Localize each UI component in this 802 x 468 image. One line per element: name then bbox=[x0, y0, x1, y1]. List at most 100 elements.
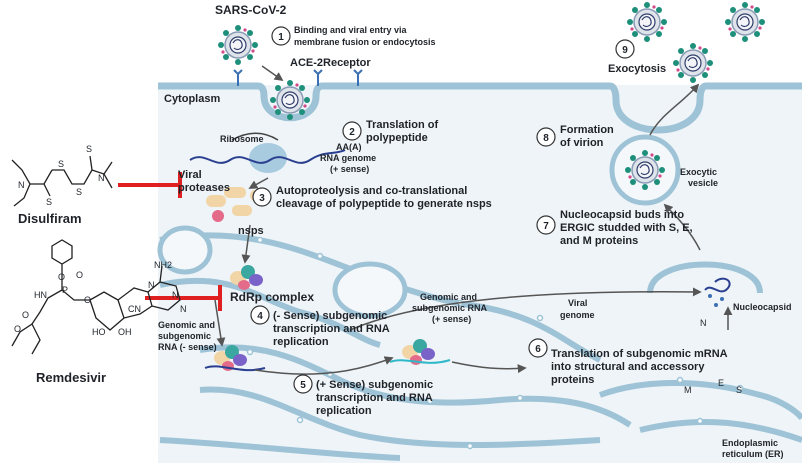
n-protein-letter: N bbox=[700, 318, 707, 328]
er-label-line-1: Endoplasmic bbox=[722, 438, 778, 448]
viral-proteases-label-line-2: proteases bbox=[178, 182, 230, 194]
pos-rna-label-line-1: Genomic and bbox=[420, 292, 477, 302]
entering-virion-icon bbox=[217, 24, 259, 66]
neg-rna-label-line-2: subgenomic bbox=[158, 331, 211, 341]
flow-arrows bbox=[214, 65, 733, 375]
step-4-text-line-2: transcription and RNA bbox=[273, 323, 390, 335]
step-4-text-line-3: replication bbox=[273, 336, 329, 348]
atom-label: N bbox=[18, 180, 25, 190]
atom-label: O bbox=[84, 295, 91, 305]
drug-name-disulfiram: Disulfiram bbox=[18, 211, 82, 226]
atom-label: OH bbox=[118, 327, 132, 337]
nucleocapsid-label: Nucleocapsid bbox=[733, 302, 792, 312]
disulfiram-atom-labels: N S S S S N bbox=[18, 144, 105, 207]
step-2-text-line-1: Translation of bbox=[366, 119, 438, 131]
disulfiram-structure bbox=[11, 155, 113, 207]
rdrp-pos-strand-icon bbox=[389, 339, 451, 365]
nsps-label: nsps bbox=[238, 225, 264, 237]
ribosome-icon bbox=[249, 143, 287, 173]
step-6-text-line-2: into structural and accessory bbox=[551, 361, 705, 373]
step-4-text-line-1: (- Sense) subgenomic bbox=[273, 310, 387, 322]
step-2-text-line-2: polypeptide bbox=[366, 132, 428, 144]
atom-label: O bbox=[76, 270, 83, 280]
polya-tail-label: AA(A) bbox=[336, 142, 362, 152]
atom-label: HN bbox=[34, 290, 47, 300]
step-6-text-line-3: proteins bbox=[551, 374, 594, 386]
pos-rna-label-line-2: subgenomic RNA bbox=[412, 303, 488, 313]
step-markers bbox=[250, 26, 635, 394]
pos-rna-label-line-3: (+ sense) bbox=[432, 314, 471, 324]
virus-title: SARS-CoV-2 bbox=[215, 3, 287, 17]
step-number: 5 bbox=[300, 380, 306, 391]
viral-genome-label-line-1: Viral bbox=[568, 298, 587, 308]
atom-label: O bbox=[58, 272, 65, 282]
step-3-text-line-1: Autoproteolysis and co-translational bbox=[276, 185, 467, 197]
atom-label: N bbox=[180, 304, 187, 314]
remdesivir-atom-labels: O O P HN O O O N NH2 N N HO OH CN bbox=[14, 260, 187, 337]
atom-label: S bbox=[46, 197, 52, 207]
inhibitor-bars bbox=[118, 172, 222, 311]
step-number: 3 bbox=[259, 193, 265, 204]
remdesivir-structure bbox=[11, 239, 181, 355]
step-5-text-line-1: (+ Sense) subgenomic bbox=[316, 379, 433, 391]
step-6-text-line-1: Translation of subgenomic mRNA bbox=[551, 348, 728, 360]
ergic-vesicle-center bbox=[332, 261, 408, 319]
virion-in-vesicle-icon bbox=[624, 149, 666, 191]
step-8-text-line-1: Formation bbox=[560, 124, 614, 136]
polypeptide-chain bbox=[231, 132, 279, 141]
released-virion-icon-1 bbox=[626, 1, 668, 43]
exocytic-vesicle-label-line-1: Exocytic bbox=[680, 167, 717, 177]
step-number: 9 bbox=[622, 45, 628, 56]
rdrp-complex-label: RdRp complex bbox=[230, 290, 314, 304]
rdrp-complex-icon bbox=[230, 265, 263, 290]
neg-rna-label-line-1: Genomic and bbox=[158, 320, 215, 330]
ergic-vesicle-left bbox=[157, 225, 213, 275]
step-7-text-line-1: Nucleocapsid buds into bbox=[560, 209, 684, 221]
er-label-line-2: reticulum (ER) bbox=[722, 449, 784, 459]
rna-genome-label-line-2: (+ sense) bbox=[330, 164, 369, 174]
nucleocapsid-icon bbox=[704, 277, 731, 307]
endocytosed-virion-icon bbox=[269, 79, 311, 121]
atom-label: S bbox=[86, 144, 92, 154]
step-5-text-line-2: transcription and RNA bbox=[316, 392, 433, 404]
atom-label: N bbox=[98, 173, 105, 183]
atom-label: O bbox=[14, 324, 21, 334]
cytoplasm-label: Cytoplasm bbox=[164, 93, 220, 105]
step-number: 6 bbox=[535, 344, 541, 355]
released-virion-icon-2 bbox=[724, 1, 766, 43]
step-9-text: Exocytosis bbox=[608, 63, 666, 75]
step-7-text-line-2: ERGIC studded with S, E, bbox=[560, 222, 693, 234]
drug-name-remdesivir: Remdesivir bbox=[36, 370, 106, 385]
step-number: 7 bbox=[543, 221, 549, 232]
step-7-text-line-3: and M proteins bbox=[560, 235, 638, 247]
receptor-label: ACE-2Receptor bbox=[290, 57, 371, 69]
e-protein-letter: E bbox=[718, 378, 724, 388]
atom-label: S bbox=[58, 159, 64, 169]
atom-label: O bbox=[22, 310, 29, 320]
neg-rna-label-line-3: RNA (- sense) bbox=[158, 342, 217, 352]
step-number: 1 bbox=[278, 32, 284, 43]
atom-label: CN bbox=[128, 304, 141, 314]
s-protein-letter: S bbox=[736, 385, 742, 395]
ace2-receptor-icons bbox=[233, 69, 363, 86]
step-8-text-line-2: of virion bbox=[560, 137, 604, 149]
step-5-text-line-3: replication bbox=[316, 405, 372, 417]
viral-genome-label-line-2: genome bbox=[560, 310, 595, 320]
m-protein-letter: M bbox=[684, 385, 692, 395]
atom-label: S bbox=[76, 187, 82, 197]
rna-genome-strand bbox=[189, 149, 346, 164]
step-number: 8 bbox=[543, 133, 549, 144]
step-number: 2 bbox=[349, 127, 355, 138]
atom-label: HO bbox=[92, 327, 106, 337]
rna-genome-label-line-1: RNA genome bbox=[320, 153, 376, 163]
released-virion-icon-3 bbox=[672, 42, 714, 84]
ribosome-label: Ribosome bbox=[220, 134, 264, 144]
exocytic-vesicle-label-line-2: vesicle bbox=[688, 178, 718, 188]
plasma-membrane bbox=[158, 82, 802, 134]
atom-label: N bbox=[148, 280, 155, 290]
step-numbers: 1 2 3 4 5 6 7 8 9 bbox=[257, 32, 628, 391]
atom-label: N bbox=[172, 290, 179, 300]
step-1-text-line-1: Binding and viral entry via bbox=[294, 25, 408, 35]
